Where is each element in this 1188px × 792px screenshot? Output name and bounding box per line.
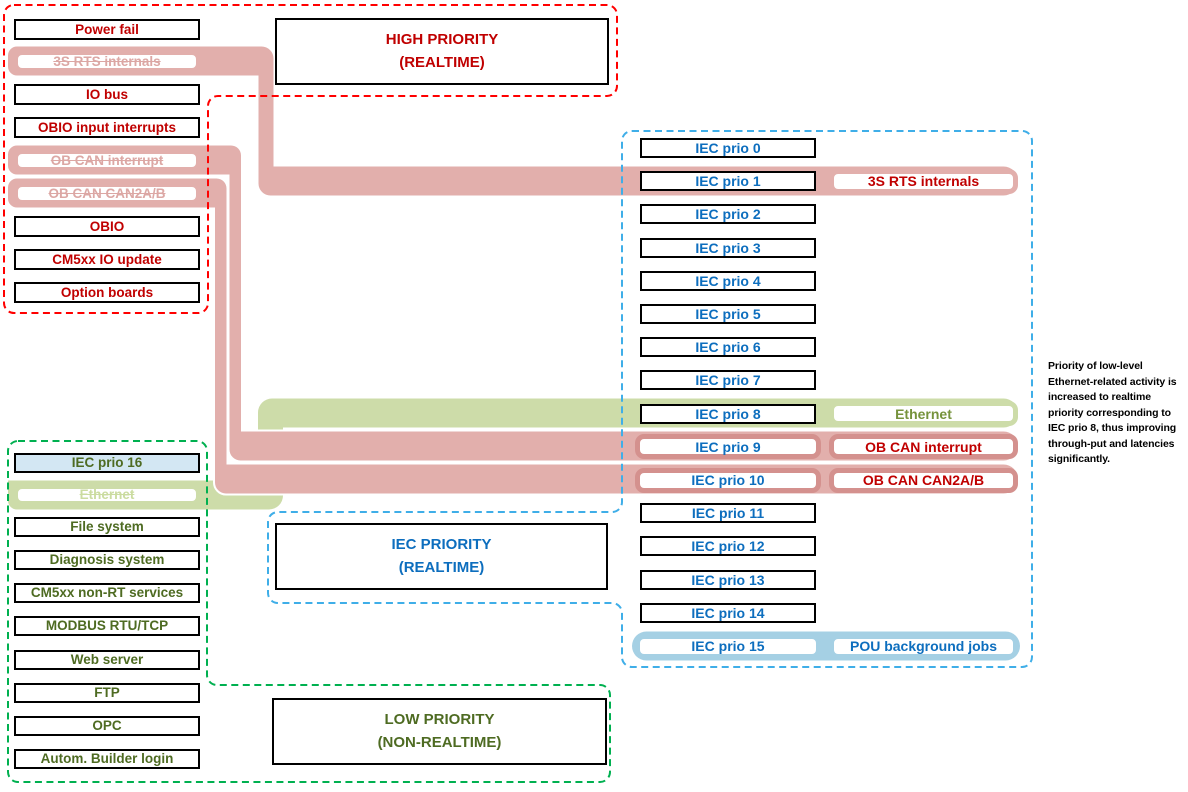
- task-item-diagnosis-system: Diagnosis system: [14, 550, 200, 570]
- high-priority-group-outline: [3, 4, 618, 314]
- iec-priority-title-line2: (REALTIME): [398, 558, 485, 576]
- slot-iec-prio-10: IEC prio 10: [635, 467, 821, 493]
- task-item-autom-builder-login: Autom. Builder login: [14, 749, 200, 769]
- high-priority-title-line2: (REALTIME): [399, 53, 485, 71]
- annotation-line: IEC prio 8, thus improving: [1048, 422, 1177, 434]
- task-item-cm5xx-non-rt-services: CM5xx non-RT services: [14, 583, 200, 603]
- annotation-line: increased to realtime: [1048, 391, 1151, 403]
- task-item-io-bus: IO bus: [14, 84, 200, 105]
- slot-iec-prio-2: IEC prio 2: [640, 204, 816, 225]
- mapped-label-ob-can-can2a-b: OB CAN CAN2A/B: [829, 467, 1018, 493]
- task-item-cm5xx-io-update: CM5xx IO update: [14, 249, 200, 270]
- task-item-obio-input-interrupts: OBIO input interrupts: [14, 117, 200, 138]
- task-item-power-fail: Power fail: [14, 19, 200, 40]
- task-item-ftp: FTP: [14, 683, 200, 703]
- slot-iec-prio-0: IEC prio 0: [640, 138, 816, 158]
- slot-iec-prio-15: IEC prio 15: [635, 633, 821, 659]
- task-item-3s-rts-internals: 3S RTS internals: [14, 51, 200, 72]
- annotation-line: Ethernet-related activity is: [1048, 375, 1177, 388]
- high-priority-title-box: HIGH PRIORITY (REALTIME): [275, 18, 609, 85]
- slot-iec-prio-14: IEC prio 14: [640, 602, 816, 623]
- task-item-web-server: Web server: [14, 650, 200, 670]
- iec-priority-title-line1: IEC PRIORITY: [391, 536, 492, 553]
- slot-iec-prio-8: IEC prio 8: [640, 403, 816, 424]
- slot-iec-prio-11: IEC prio 11: [640, 503, 816, 524]
- task-item-opc: OPC: [14, 716, 200, 736]
- mapped-label-pou-background-jobs: POU background jobs: [829, 633, 1018, 659]
- slot-iec-prio-6: IEC prio 6: [640, 337, 816, 358]
- task-item-ob-can-can2a-b: OB CAN CAN2A/B: [14, 183, 200, 204]
- annotation-line: through-put and latencies: [1048, 437, 1175, 450]
- task-item-modbus-rtu-tcp: MODBUS RTU/TCP: [14, 616, 200, 636]
- slot-iec-prio-13: IEC prio 13: [640, 569, 816, 590]
- mapped-label-ob-can-interrupt: OB CAN interrupt: [829, 434, 1018, 460]
- low-priority-title-line2: (NON-REALTIME): [377, 733, 502, 751]
- slot-iec-prio-12: IEC prio 12: [640, 536, 816, 557]
- task-item-iec-prio-16: IEC prio 16: [14, 453, 200, 473]
- slot-iec-prio-1: IEC prio 1: [640, 171, 816, 192]
- iec-priority-group-outline: [267, 130, 1033, 668]
- low-priority-group-outline: [7, 440, 611, 783]
- slot-iec-prio-9: IEC prio 9: [635, 434, 821, 460]
- slot-iec-prio-7: IEC prio 7: [640, 370, 816, 391]
- iec-priority-title-box: IEC PRIORITY (REALTIME): [275, 523, 608, 590]
- annotation-line: priority corresponding to: [1048, 406, 1171, 419]
- task-item-ob-can-interrupt: OB CAN interrupt: [14, 150, 200, 171]
- task-item-ethernet: Ethernet: [14, 485, 200, 505]
- low-priority-title-box: LOW PRIORITY (NON-REALTIME): [272, 698, 607, 765]
- task-item-file-system: File system: [14, 517, 200, 537]
- task-item-option-boards: Option boards: [14, 282, 200, 303]
- high-priority-title-line1: HIGH PRIORITY: [385, 31, 499, 48]
- slot-iec-prio-5: IEC prio 5: [640, 304, 816, 324]
- low-priority-title-line1: LOW PRIORITY: [384, 711, 495, 728]
- annotation-line: significantly.: [1048, 453, 1111, 465]
- task-item-obio: OBIO: [14, 216, 200, 237]
- slot-iec-prio-3: IEC prio 3: [640, 237, 816, 258]
- mapped-label-ethernet: Ethernet: [829, 401, 1018, 427]
- slot-iec-prio-4: IEC prio 4: [640, 270, 816, 291]
- mapped-label-3s-rts-internals: 3S RTS internals: [829, 168, 1018, 194]
- annotation-line: Priority of low-level: [1048, 360, 1143, 372]
